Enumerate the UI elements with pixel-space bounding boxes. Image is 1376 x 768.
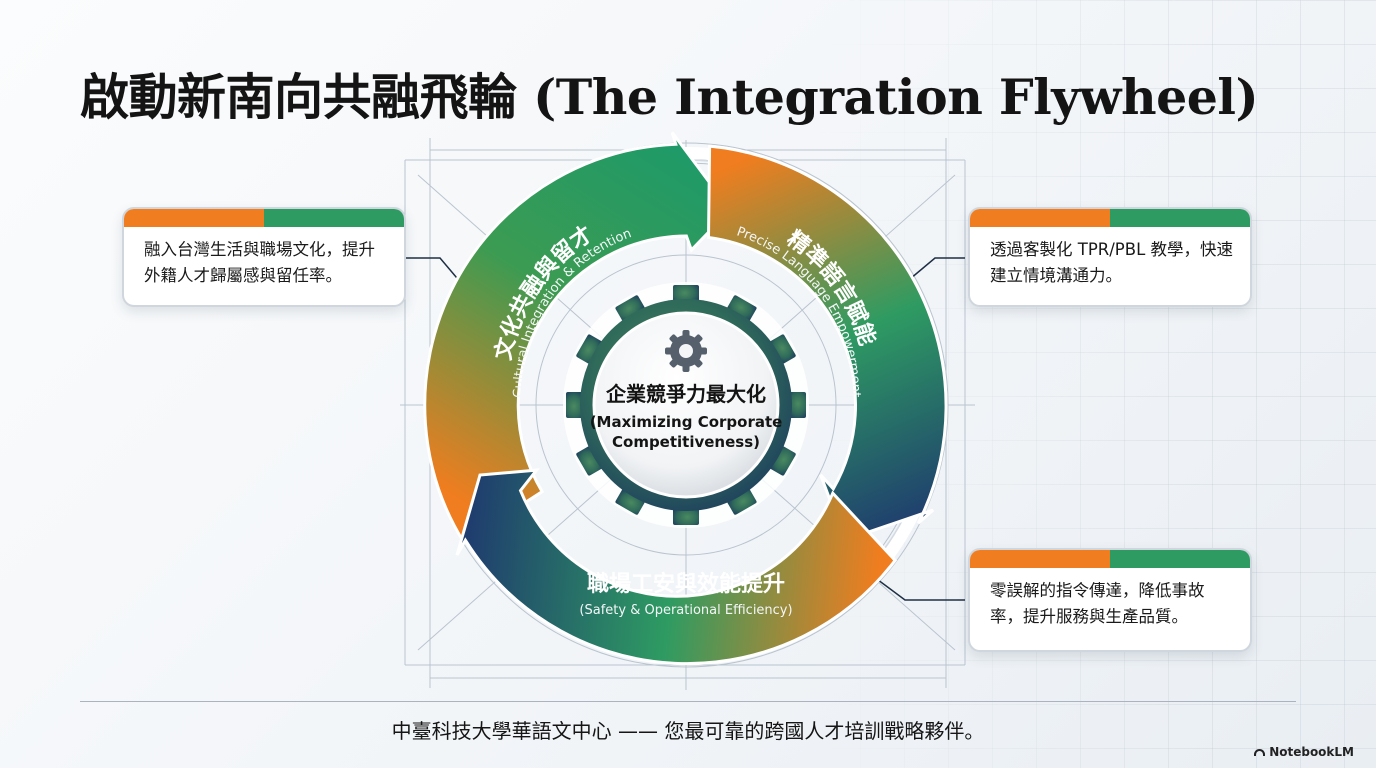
card-safety: 零誤解的指令傳達，降低事故率，提升服務與生產品質。 <box>968 548 1252 652</box>
hub-subtitle-line2: Competitiveness) <box>612 433 760 451</box>
page-title: 啟動新南向共融飛輪 (The Integration Flywheel) <box>80 58 1259 129</box>
gear-icon <box>665 330 707 372</box>
hub-subtitle-line1: (Maximizing Corporate <box>590 413 783 431</box>
card-accent-bar <box>970 550 1250 568</box>
flywheel-segment-culture <box>423 131 732 545</box>
title-cn: 啟動新南向共融飛輪 <box>80 69 517 126</box>
card-accent-bar <box>124 209 404 227</box>
card-language: 透過客製化 TPR/PBL 教學，快速建立情境溝通力。 <box>968 207 1252 307</box>
brand-name: NotebookLM <box>1269 745 1354 759</box>
card-text-language: 透過客製化 TPR/PBL 教學，快速建立情境溝通力。 <box>990 240 1234 285</box>
brand-badge: NotebookLM <box>1254 745 1354 759</box>
title-en: (The Integration Flywheel) <box>533 68 1259 126</box>
card-accent-bar <box>970 209 1250 227</box>
center-gear <box>563 282 809 528</box>
segment-sublabel-safety: (Safety & Operational Efficiency) <box>579 603 792 618</box>
notebooklm-logo-icon <box>1254 748 1266 756</box>
card-text-culture: 融入台灣生活與職場文化，提升外籍人才歸屬感與留任率。 <box>144 240 375 285</box>
flywheel-segment-safety <box>455 468 898 666</box>
hub-title: 企業競爭力最大化 <box>605 382 766 406</box>
footer-tagline: 中臺科技大學華語文中心 —— 您最可靠的跨國人才培訓戰略夥伴。 <box>391 719 985 743</box>
flywheel-segment-language <box>706 144 948 542</box>
card-text-safety: 零誤解的指令傳達，降低事故率，提升服務與生產品質。 <box>990 581 1205 626</box>
card-culture: 融入台灣生活與職場文化，提升外籍人才歸屬感與留任率。 <box>122 207 406 307</box>
segment-label-safety: 職場工安與效能提升 <box>587 571 785 597</box>
footer-divider <box>80 701 1296 702</box>
